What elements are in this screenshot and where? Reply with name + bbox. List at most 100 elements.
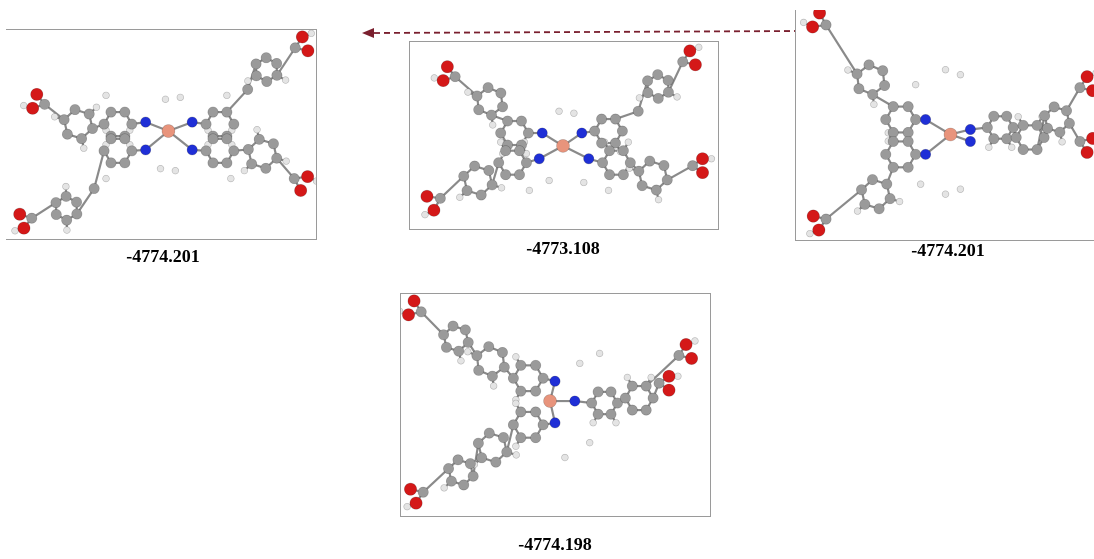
oxygen-atom: [1086, 84, 1094, 98]
carbon-atom: [642, 87, 654, 99]
carbon-atom: [483, 164, 495, 176]
hydrogen-atom: [674, 372, 682, 380]
carbon-atom: [498, 361, 510, 373]
carbon-atom: [61, 214, 73, 226]
carbon-atom: [530, 385, 542, 397]
carbon-atom: [271, 69, 283, 81]
carbon-atom: [105, 133, 117, 145]
carbon-atom: [486, 370, 498, 382]
carbon-atom: [610, 137, 621, 149]
hydrogen-atom: [464, 88, 472, 96]
hydrogen-atom: [799, 18, 808, 27]
carbon-atom: [981, 122, 993, 133]
hydrogen-atom: [853, 207, 862, 215]
carbon-atom: [514, 169, 525, 181]
nitrogen-atom: [140, 144, 152, 156]
hydrogen-atom: [570, 109, 578, 117]
hydrogen-atom: [870, 100, 878, 109]
carbon-atom: [271, 152, 283, 164]
carbon-atom: [228, 145, 240, 157]
carbon-atom: [530, 432, 542, 444]
hydrogen-atom: [956, 71, 965, 79]
oxygen-atom: [402, 308, 415, 322]
carbon-atom: [1010, 131, 1022, 143]
carbon-atom: [624, 157, 636, 169]
arrow-head-icon: [362, 28, 374, 38]
carbon-atom: [417, 486, 429, 498]
carbon-atom: [453, 345, 465, 357]
carbon-atom: [246, 158, 258, 170]
carbon-atom: [514, 145, 525, 157]
hydrogen-atom: [612, 419, 620, 427]
oxygen-atom: [813, 10, 827, 20]
carbon-atom: [863, 59, 875, 71]
hydrogen-atom: [707, 155, 716, 163]
hydrogen-atom: [497, 184, 506, 192]
oxygen-atom: [812, 223, 826, 237]
carbon-atom: [902, 101, 914, 113]
oxygen-atom: [436, 74, 450, 88]
carbon-atom: [640, 404, 652, 416]
carbon-atom: [69, 104, 81, 116]
carbon-atom: [632, 105, 644, 117]
carbon-atom: [497, 101, 508, 113]
molecule-structure-2: [420, 43, 716, 219]
carbon-atom: [471, 350, 483, 362]
carbon-atom: [105, 106, 117, 118]
hydrogen-atom: [281, 76, 290, 84]
hydrogen-atom: [673, 93, 681, 101]
carbon-atom: [260, 162, 272, 174]
oxygen-atom: [407, 294, 421, 308]
carbon-atom: [87, 123, 98, 134]
metal-atom: [161, 124, 176, 138]
atoms: [799, 10, 1094, 238]
carbon-atom: [445, 475, 457, 487]
oxygen-atom: [301, 170, 315, 184]
carbon-atom: [592, 408, 604, 420]
carbon-atom: [434, 192, 446, 204]
nitrogen-atom: [576, 127, 588, 139]
carbon-atom: [1061, 105, 1072, 117]
bond: [276, 47, 297, 76]
carbon-atom: [253, 133, 265, 145]
hydrogen-atom: [1014, 113, 1022, 121]
dashed-arrow-line: [371, 30, 801, 34]
hydrogen-atom: [456, 193, 464, 201]
hydrogen-atom: [691, 337, 699, 345]
bond: [472, 443, 480, 477]
carbon-atom: [884, 193, 896, 205]
hydrogen-atom: [895, 197, 904, 206]
carbon-atom: [126, 145, 138, 157]
carbon-atom: [537, 372, 549, 384]
carbon-atom: [486, 109, 497, 121]
hydrogen-atom: [240, 166, 249, 175]
carbon-atom: [483, 341, 495, 353]
hydrogen-atom: [253, 126, 261, 134]
carbon-atom: [859, 198, 871, 210]
hydrogen-atom: [63, 226, 71, 234]
carbon-atom: [619, 392, 631, 404]
bond: [637, 80, 649, 112]
carbon-atom: [200, 145, 212, 157]
bond: [825, 188, 863, 220]
carbon-atom: [200, 118, 212, 130]
oxygen-atom: [696, 152, 709, 166]
carbon-atom: [459, 324, 471, 336]
carbon-atom: [887, 135, 899, 147]
carbon-atom: [988, 133, 1000, 145]
hydrogen-atom: [11, 227, 19, 235]
hydrogen-atom: [489, 382, 498, 390]
hydrogen-atom: [421, 210, 429, 219]
carbon-atom: [447, 320, 459, 332]
carbon-atom: [507, 372, 519, 384]
carbon-atom: [1017, 144, 1029, 155]
carbon-atom: [250, 58, 262, 70]
oxygen-atom: [295, 30, 309, 44]
carbon-atom: [604, 169, 615, 181]
oxygen-atom: [26, 101, 40, 115]
oxygen-atom: [1080, 145, 1094, 159]
carbon-atom: [851, 68, 863, 80]
carbon-atom: [473, 104, 485, 116]
carbon-atom: [493, 157, 505, 169]
carbon-atom: [650, 184, 662, 196]
